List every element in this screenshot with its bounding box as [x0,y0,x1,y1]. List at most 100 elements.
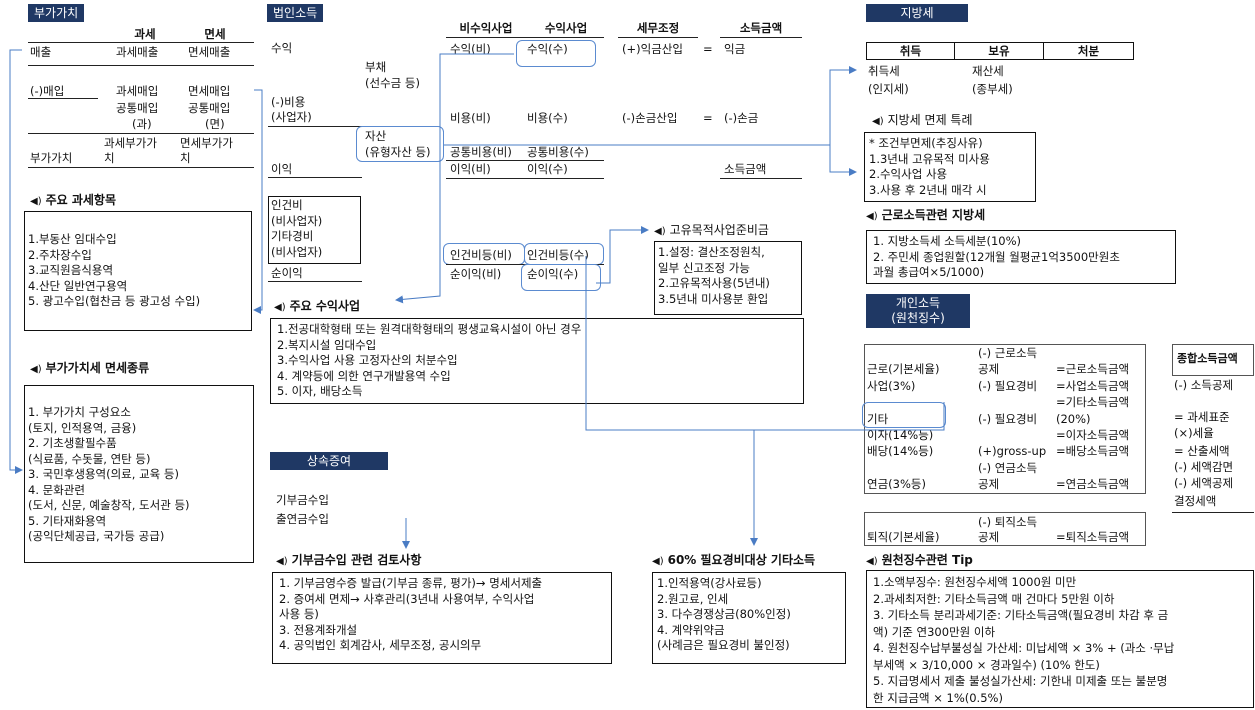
list-item: 액) 기준 연300만원 이하 [873,624,996,639]
corp-common-np: 공통비용(비) [450,145,512,159]
list-item: 2.고유목적사용(5년내) [658,276,770,290]
list-item: 5. 광고수입(협찬금 등 광고성 수입) [28,294,201,308]
list-item: 3. 전용계좌개설 [279,622,358,637]
personal-title-line1: 개인소득 [895,296,941,310]
personal-row-label: 연금(3%등) [867,477,926,492]
retire-res: =퇴직소득금액 [1056,530,1130,544]
corp-net-p: 순이익(수) [527,267,579,281]
list-item: 5. 이자, 배당소득 [277,384,363,398]
personal-row-label: 사업(3%) [867,378,916,393]
corp-asset-box [356,126,444,162]
corp-labor-sub: (비사업자) [271,213,323,228]
list-item: 3. 국민후생용역(의료, 교육 등) [28,467,179,481]
list-item: 2. 주민세 종업원할(12개월 월평균1억3500만원초 [873,249,1120,264]
corp-profit-p: 이익(수) [527,162,568,176]
inherit-review-title: ◀)기부금수입 관련 검토사항 [276,553,422,567]
list-item: 1.전공대학형태 또는 원격대학형태의 평생교육시설이 아닌 경우 [277,322,582,336]
list-item: 3.수익사업 사용 고정자산의 처분수입 [277,353,458,367]
corp-labor: 인건비 [271,198,303,212]
local-col-dispose: 처분 [1043,42,1134,60]
withholding-title: ◀)원천징수관련 Tip [866,553,973,567]
corp-liability: 부채 [365,60,387,74]
corp-other-sub: (비사업자) [271,244,323,259]
corp-col-profit: 수익사업 [544,21,588,35]
corp-reserve-box: 1.설정: 결산조정원칙, 일부 신고조정 가능 2.고유목적사용(5년내) 3… [654,241,802,315]
global-income-step: (-) 소득공제 [1174,378,1234,392]
corp-income-total: 소득금액 [724,162,767,176]
personal-row-deduction: (-) 필요경비 [978,378,1038,393]
global-income-step: 결정세액 [1174,494,1217,508]
local-earned-box: 1. 지방소득세 소득세분(10%) 2. 주민세 종업원할(12개월 월평균1… [866,230,1176,284]
corp-section-title: 법인소득 [267,4,324,22]
corp-rev-np: 수익(비) [450,42,491,56]
inherit-donation: 기부금수입 [276,493,329,507]
retire-ded-2: 공제 [978,530,1000,544]
personal-row-result: (20%) [1056,411,1091,426]
personal-row-result: =이자소득금액 [1056,428,1130,442]
vat-common-taxable-sub: (과) [132,117,152,131]
corp-col-adjust: 세무조정 [636,21,680,35]
speaker-icon: ◀) [654,226,666,237]
expense60-box: 1.인적용역(강사료등) 2.원고료, 인세 3. 다수경쟁상금(80%인정) … [652,572,846,664]
vat-common-exempt: 공통매입 [188,101,231,115]
retire-ded: (-) 퇴직소득 [978,515,1038,529]
corp-cost-sub: (사업자) [271,110,312,124]
list-item: 2.과세최저한: 기타소득금액 매 건마다 5만원 이하 [873,591,1115,606]
local-earned-title: ◀)근로소득관련 지방세 [866,208,986,222]
list-item: 4.산단 일반연구용역 [28,278,128,293]
local-exempt-title: ◀)지방세 면제 특례 [872,113,973,127]
vat-purchase-taxable: 과세매입 [116,84,159,98]
speaker-icon: ◀) [866,211,878,222]
vat-sales-taxable: 과세매출 [116,45,159,59]
global-income-step: (×)세율 [1174,426,1214,440]
corp-cost-np: 비용(비) [450,111,491,125]
personal-row-result: =근로소득금액 [1056,362,1130,377]
corp-common-p: 공통비용(수) [527,145,589,159]
corp-reserve-title: ◀)고유목적사업준비금 [654,223,769,237]
list-item: (토지, 인적용역, 금융) [28,420,137,435]
corp-net-np: 순이익(비) [450,267,502,281]
list-item: 3.5년내 미사용분 환입 [658,291,769,306]
personal-row-label: 이자(14%등) [867,428,934,442]
corp-nonbiz-box: 인건비 (비사업자) 기타경비 (비사업자) [268,196,361,264]
local-col-hold: 보유 [954,42,1044,60]
list-item: 5. 기타재화용역 [28,513,107,528]
list-item: 5. 지급명세서 제출 불성실가산세: 기한내 미제출 또는 불분명 [873,674,1168,688]
list-item: 2.복지시설 임대수입 [277,337,377,352]
local-col-acquire: 취득 [866,42,955,60]
personal-other-box [862,402,946,428]
corp-asset: 자산 [365,129,387,143]
corp-rev-p: 수익(수) [527,42,568,56]
list-item: 2.수익사업 사용 [869,167,948,181]
list-item: 1.인적용역(강사료등) [657,576,762,590]
vat-exempt-box: 1. 부가가치 구성요소 (토지, 인적용역, 금융) 2. 기초생활필수품 (… [24,385,254,563]
global-income-step: (-) 세액감면 [1174,460,1234,474]
list-item: 부세액 × 3/10,000 × 경과일수) (10% 한도) [873,657,1100,672]
local-acq-tax: 취득세 [868,64,900,78]
vat-value-label: 부가가치 [30,151,73,165]
corp-cost-p: 비용(수) [527,111,568,125]
corp-main-box: 1.전공대학형태 또는 원격대학형태의 평생교육시설이 아닌 경우 2.복지시설… [270,318,804,404]
personal-row-deduction: 공제 [978,362,1000,377]
personal-title-line2: (원천징수) [891,311,945,325]
corp-other: 기타경비 [271,229,314,243]
personal-row-deduction: 공제 [978,477,1000,492]
list-item: 한 지급금액 × 1%(0.5%) [873,690,1003,705]
list-item: 1.부동산 임대수입 [28,232,117,246]
personal-row-deduction: (+)gross-up [978,444,1047,459]
list-item: 1. 부가가치 구성요소 [28,405,131,419]
corp-main-title: ◀)주요 수익사업 [274,299,361,313]
vat-col-taxable: 과세 [134,27,156,41]
list-item: 4. 계약위약금 [657,622,725,637]
list-item: 과월 총급여×5/1000) [873,265,985,279]
corp-eq2: = [703,111,713,125]
vat-common-exempt-sub: (면) [205,117,225,131]
list-item: 3.사용 후 2년내 매각 시 [869,182,987,197]
list-item: 3.교직원음식용역 [28,263,114,277]
vat-value-taxable-2: 치 [104,151,115,165]
vat-value-taxable: 과세부가가 [104,136,157,150]
corp-cost: (-)비용 [271,95,306,109]
global-income-step: = 과세표준 [1174,410,1230,424]
vat-purchase-exempt: 면세매입 [188,84,231,98]
personal-row-deduction: (-) 연금소득 [978,460,1038,475]
